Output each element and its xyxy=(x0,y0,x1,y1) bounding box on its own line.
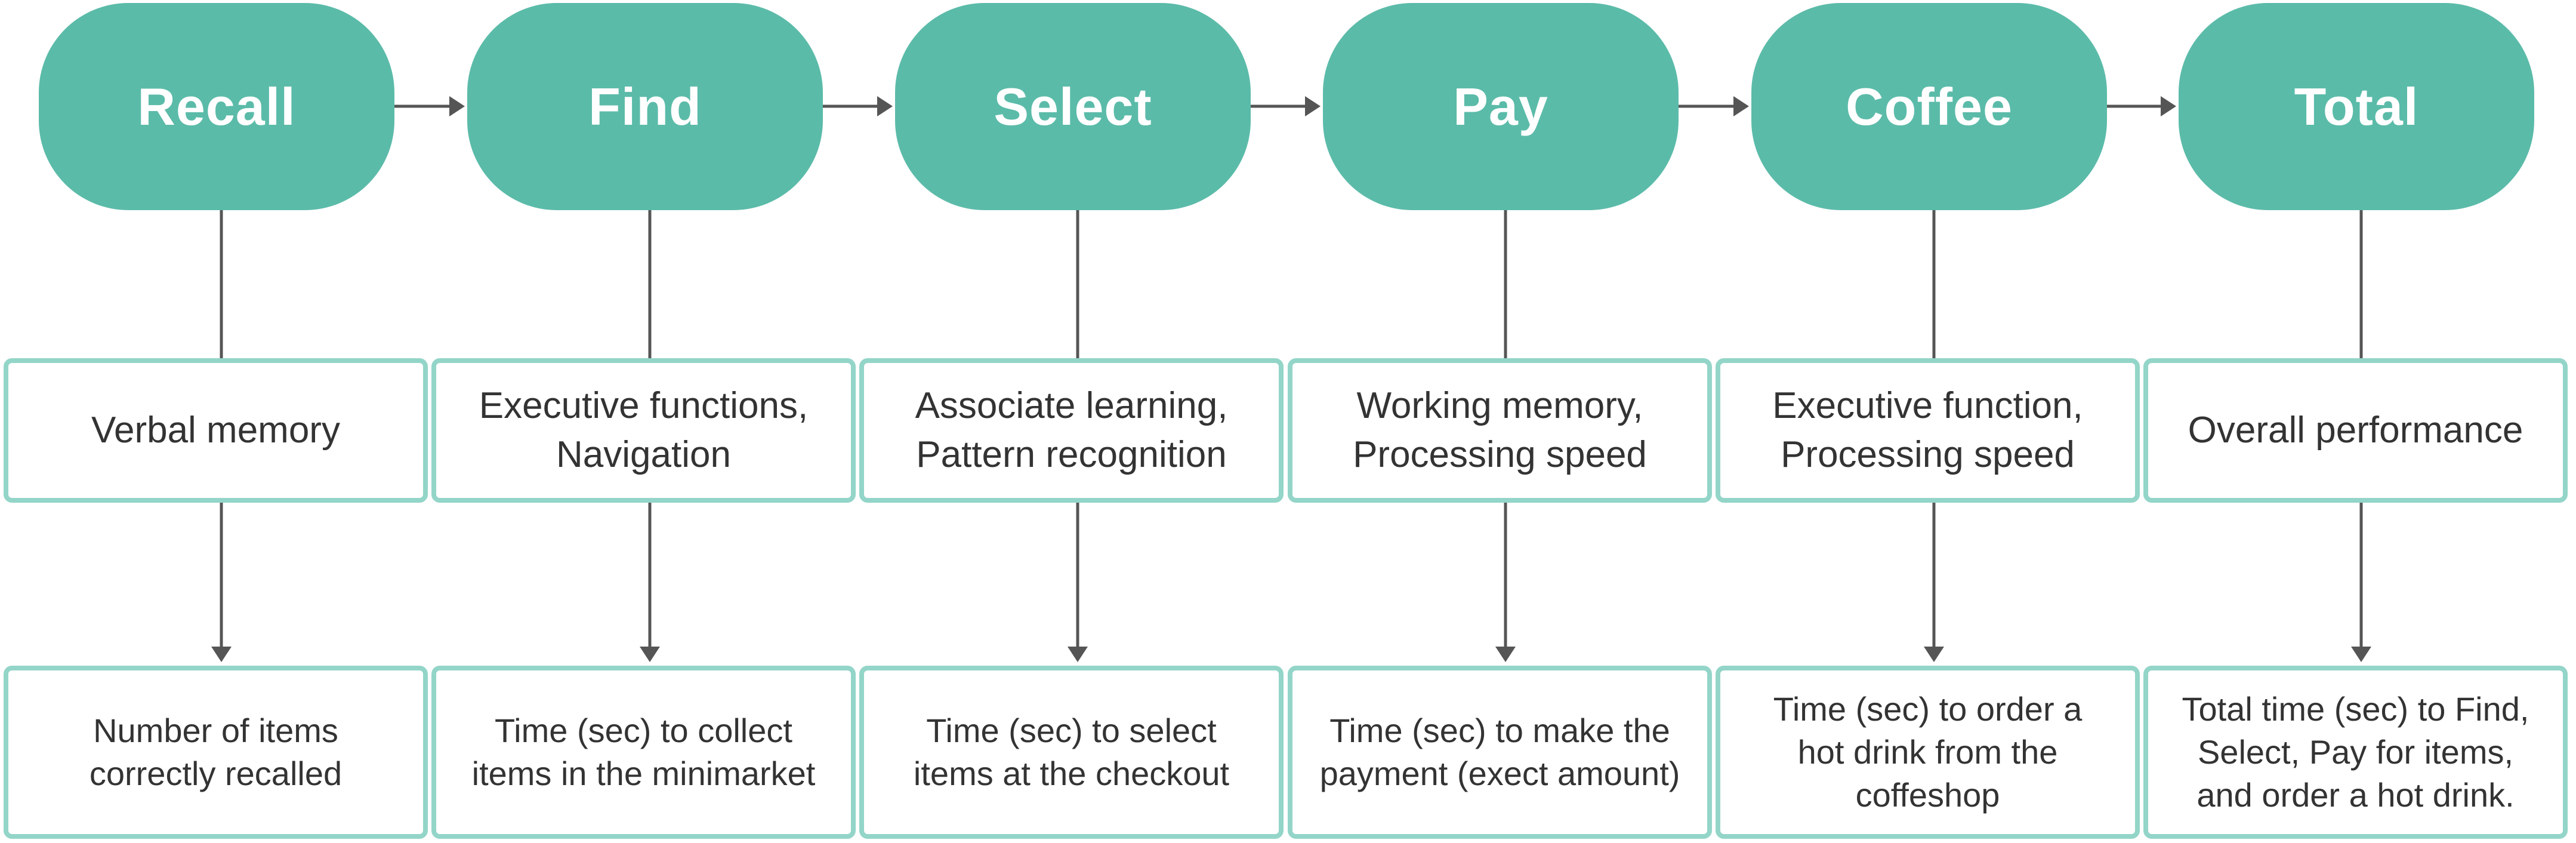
function-box-pay: Working memory, Processing speed xyxy=(1288,358,1712,503)
measure-box-select: Time (sec) to select items at the checko… xyxy=(859,666,1284,839)
function-box-coffee: Executive function, Processing speed xyxy=(1716,358,2140,503)
function-box-select: Associate learning, Pattern recognition xyxy=(859,358,1284,503)
function-to-measure-arrow-find xyxy=(640,647,660,662)
stage-pill-find: Find xyxy=(467,3,823,210)
function-to-measure-arrow-recall xyxy=(211,647,232,662)
stage-pill-pay: Pay xyxy=(1323,3,1679,210)
function-box-recall: Verbal memory xyxy=(4,358,428,503)
stage-label: Total xyxy=(2294,76,2419,136)
stage-arrow-head-coffee xyxy=(2161,96,2176,116)
measure-box-total: Total time (sec) to Find, Select, Pay fo… xyxy=(2143,666,2568,839)
function-box-total: Overall performance xyxy=(2143,358,2568,503)
stage-arrow-head-select xyxy=(1305,96,1321,116)
function-box-find: Executive functions, Navigation xyxy=(431,358,856,503)
stage-label: Find xyxy=(588,76,702,136)
function-to-measure-arrow-pay xyxy=(1495,647,1516,662)
stage-pill-total: Total xyxy=(2179,3,2534,210)
measure-box-coffee: Time (sec) to order a hot drink from the… xyxy=(1716,666,2140,839)
function-to-measure-arrow-total xyxy=(2351,647,2371,662)
stage-pill-select: Select xyxy=(895,3,1251,210)
stage-pill-recall: Recall xyxy=(39,3,394,210)
stage-arrow-head-find xyxy=(877,96,893,116)
stage-label: Pay xyxy=(1453,76,1548,136)
stage-label: Recall xyxy=(137,76,296,136)
function-to-measure-arrow-coffee xyxy=(1924,647,1944,662)
measure-box-pay: Time (sec) to make the payment (exect am… xyxy=(1288,666,1712,839)
measure-box-find: Time (sec) to collect items in the minim… xyxy=(431,666,856,839)
function-to-measure-arrow-select xyxy=(1068,647,1088,662)
stage-arrow-head-pay xyxy=(1733,96,1749,116)
stage-pill-coffee: Coffee xyxy=(1751,3,2107,210)
measure-box-recall: Number of items correctly recalled xyxy=(4,666,428,839)
stage-arrow-head-recall xyxy=(449,96,465,116)
stage-label: Coffee xyxy=(1846,76,2013,136)
stage-label: Select xyxy=(994,76,1152,136)
